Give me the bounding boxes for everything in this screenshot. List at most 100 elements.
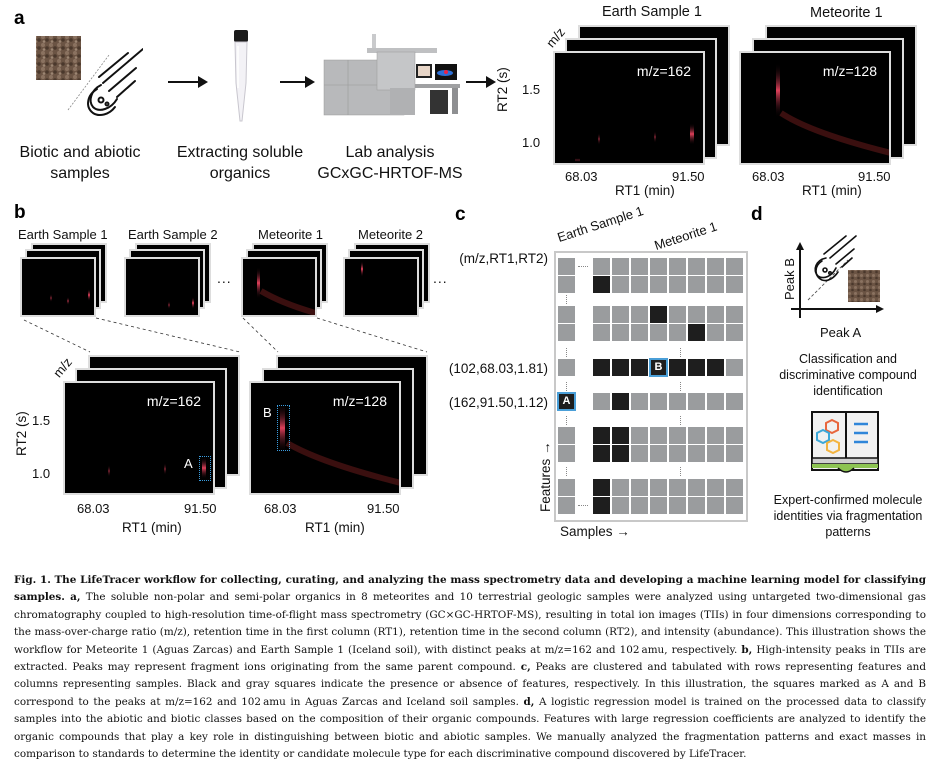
flow-arrow <box>168 76 208 88</box>
peak-streak <box>361 261 363 277</box>
matrix-cell-marked: A <box>557 392 576 411</box>
matrix-cell <box>612 497 629 514</box>
x-tick-label: 91.50 <box>184 501 217 516</box>
vertical-ellipsis <box>680 416 683 425</box>
matrix-cell <box>707 445 724 462</box>
matrix-cell <box>612 306 629 323</box>
thumb-heatmap-meteorite-2 <box>343 257 419 317</box>
molecule-book-icon <box>810 410 882 480</box>
matrix-cell <box>707 393 724 410</box>
vertical-ellipsis <box>566 348 569 357</box>
step-label-line: GCxGC-HRTOF-MS <box>317 165 463 182</box>
matrix-cell <box>650 393 667 410</box>
peak-streak <box>654 131 656 143</box>
caption-line: discriminative compound <box>779 368 917 382</box>
thumb-title: Meteorite 1 <box>258 227 324 242</box>
ellipsis: ... <box>217 270 232 286</box>
matrix-cell <box>707 306 724 323</box>
matrix-cell <box>688 427 705 444</box>
horizontal-ellipsis <box>578 505 588 506</box>
matrix-cell <box>726 393 743 410</box>
mz-label: m/z=162 <box>146 393 201 409</box>
test-tube-icon <box>230 28 252 124</box>
heatmap-peaks <box>575 123 694 162</box>
matrix-cell <box>726 306 743 323</box>
peak-a-axis-label: Peak A <box>820 325 862 340</box>
mz-label: m/z=162 <box>636 63 691 79</box>
y-tick-label: 1.5 <box>522 82 541 97</box>
x-axis-title: RT1 (min) <box>615 183 675 198</box>
vertical-ellipsis <box>566 382 569 391</box>
matrix-cell <box>650 479 667 496</box>
matrix-cell <box>593 324 610 341</box>
caption-line: identities via fragmentation <box>773 509 923 523</box>
figure-caption: Fig. 1. The LifeTracer workflow for coll… <box>14 572 926 763</box>
matrix-cell <box>669 497 686 514</box>
plot-title-earth-sample-1: Earth Sample 1 <box>602 4 702 20</box>
thumb-heatmap-meteorite-1 <box>241 257 317 317</box>
thumb-heatmap-earth-sample-1 <box>20 257 96 317</box>
vertical-ellipsis <box>680 348 683 357</box>
matrix-cell <box>631 306 648 323</box>
thumb-heatmap-earth-sample-2 <box>124 257 200 317</box>
heatmap-peaks <box>776 63 889 156</box>
matrix-cell <box>558 427 575 444</box>
soil-and-meteorite-icon <box>33 35 144 125</box>
peak-streak <box>776 63 780 118</box>
caption-line: identification <box>813 384 883 398</box>
matrix-cell <box>669 258 686 275</box>
thumb-title: Meteorite 2 <box>358 227 424 242</box>
matrix-cell <box>631 324 648 341</box>
caption-a-label: a, <box>70 591 81 604</box>
matrix-cell <box>707 359 724 376</box>
heatmap-peaks <box>168 297 194 309</box>
heatmap-peaks <box>50 289 90 305</box>
classification-plot-icon <box>788 218 888 328</box>
peak-streak <box>598 133 600 145</box>
matrix-cell <box>688 445 705 462</box>
peak-b-axis-label: Peak B <box>782 258 797 300</box>
feature-matrix-frame <box>554 251 748 522</box>
matrix-cell <box>707 479 724 496</box>
matrix-cell <box>612 393 629 410</box>
matrix-cell <box>612 359 629 376</box>
matrix-cell <box>631 479 648 496</box>
matrix-cell <box>726 445 743 462</box>
step-label-lab-analysis: Lab analysis GCxGC-HRTOF-MS <box>315 142 465 184</box>
matrix-cell <box>707 276 724 293</box>
matrix-cell <box>669 393 686 410</box>
heatmap-peaks <box>361 261 363 277</box>
matrix-cell-marked: B <box>649 358 668 377</box>
matrix-cell <box>669 479 686 496</box>
matrix-cell <box>558 276 575 293</box>
matrix-cell <box>669 306 686 323</box>
caption-fig-label: Fig. 1. <box>14 574 51 586</box>
column-header-meteorite-1: Meteorite 1 <box>652 218 719 253</box>
matrix-cell <box>669 445 686 462</box>
caption-b-label: b, <box>741 643 753 656</box>
row-label-feature-b: (102,68.03,1.81) <box>448 361 548 376</box>
flow-arrow <box>466 76 496 88</box>
matrix-cell <box>558 306 575 323</box>
matrix-cell <box>593 479 610 496</box>
matrix-cell <box>650 306 667 323</box>
matrix-cell <box>612 445 629 462</box>
features-axis-label: Features → <box>538 441 553 512</box>
heatmap-meteorite-1-zoomed: m/z=128 B <box>249 381 401 495</box>
matrix-cell <box>558 479 575 496</box>
y-tick-label: 1.0 <box>522 135 541 150</box>
matrix-cell <box>631 359 648 376</box>
y-tick-label: 1.0 <box>32 466 51 481</box>
x-tick-label: 91.50 <box>367 501 400 516</box>
caption-d-label: d, <box>523 695 535 708</box>
vertical-ellipsis <box>566 467 569 476</box>
matrix-cell <box>688 393 705 410</box>
peak-streak <box>690 123 694 145</box>
matrix-cell <box>593 276 610 293</box>
ellipsis: ... <box>433 270 448 286</box>
matrix-cell <box>669 427 686 444</box>
x-tick-label: 68.03 <box>752 169 785 184</box>
peak-streak <box>280 403 285 453</box>
features-axis-text: Features → <box>538 441 553 512</box>
matrix-cell <box>593 359 610 376</box>
